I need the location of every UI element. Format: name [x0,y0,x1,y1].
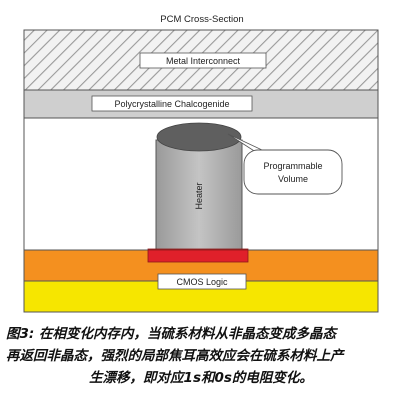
pcm-cross-section-diagram: PCM Cross-Section Metal Interconnect Pol… [23,14,379,313]
programmable-volume-label-box [243,149,343,195]
caption-line-3: 生漂移，即对应1s和0s的电阻变化。 [89,370,313,386]
diagram-title: PCM Cross-Section [160,14,243,25]
metal-interconnect-label-box [139,52,267,69]
chalcogenide-label: Polycrystalline Chalcogenide [114,99,229,109]
programmable-volume [156,122,242,152]
figure-caption: 图3: 在相变化内存内，当硫系材料从非晶态变成多晶态 再返回非晶态，强烈的局部焦… [6,323,396,389]
programmable-volume-label-line1: Programmable [263,161,322,171]
chalcogenide-label-box [91,95,253,112]
caption-line-1: 图3: 在相变化内存内，当硫系材料从非晶态变成多晶态 [6,326,336,342]
metal-interconnect-label: Metal Interconnect [166,56,241,66]
programmable-volume-label-line2: Volume [278,174,308,184]
caption-line-2: 再返回非晶态，强烈的局部焦耳高效应会在硫系材料上产 [6,348,344,364]
cmos-logic-label: CMOS Logic [176,277,228,287]
bottom-contact-overlay [147,249,249,263]
heater-label: Heater [194,182,204,209]
cmos-logic-label-box [157,273,247,290]
